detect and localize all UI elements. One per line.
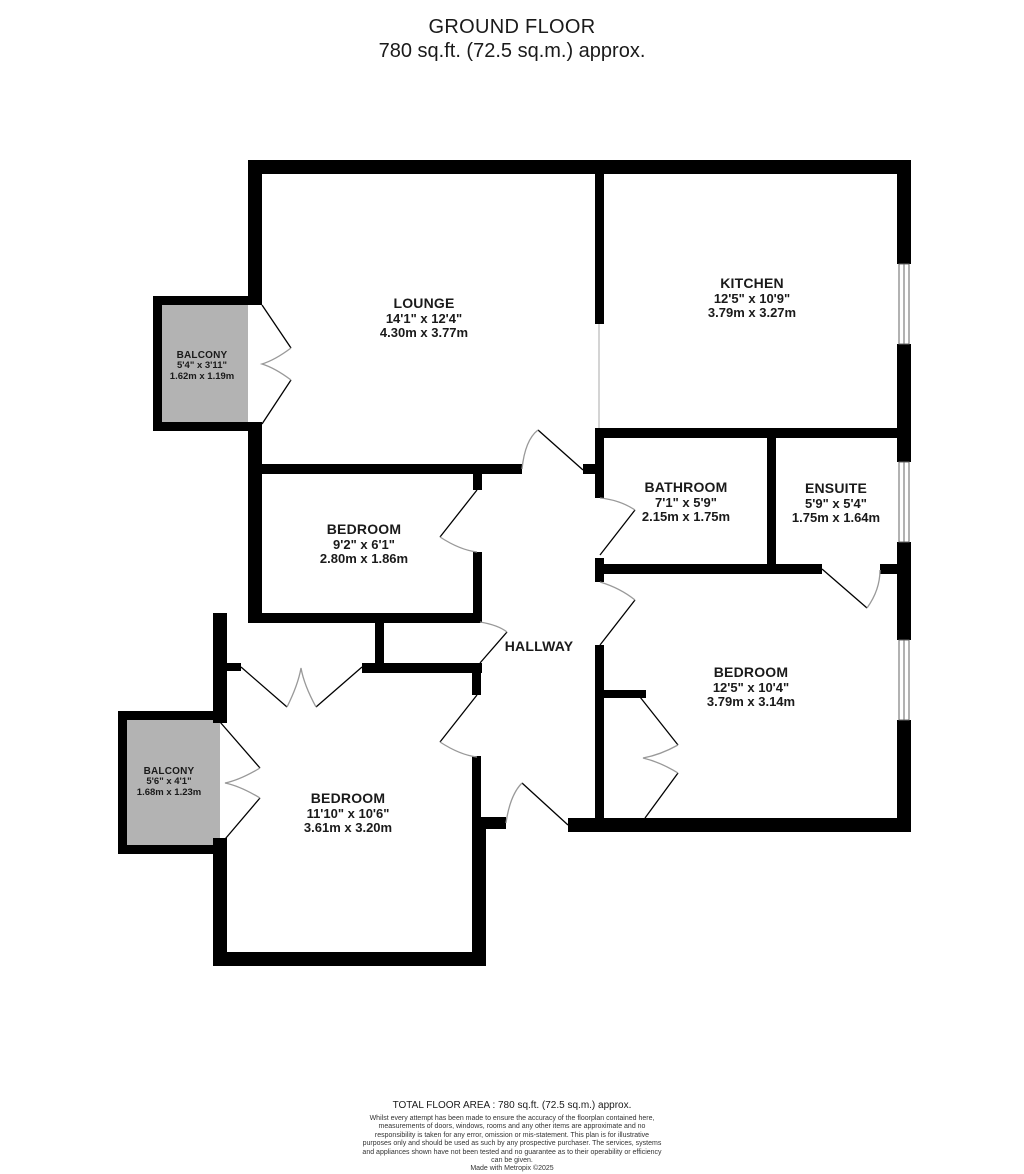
- room-label-lounge: LOUNGE 14'1" x 12'4" 4.30m x 3.77m: [379, 295, 469, 341]
- room-dimensions-metric: 3.61m x 3.20m: [303, 820, 393, 836]
- total-floor-area: TOTAL FLOOR AREA : 780 sq.ft. (72.5 sq.m…: [392, 1100, 632, 1111]
- room-name: ENSUITE: [804, 480, 868, 496]
- room-dimensions-imperial: 5'9" x 5'4": [805, 495, 867, 511]
- room-dimensions-metric: 2.15m x 1.75m: [641, 509, 731, 525]
- room-dimensions-imperial: 7'1" x 5'9": [655, 494, 717, 510]
- room-name: BEDROOM: [310, 790, 386, 806]
- room-dimensions-metric: 1.68m x 1.23m: [136, 786, 202, 798]
- disclaimer-text: Whilst every attempt has been made to en…: [362, 1115, 662, 1164]
- room-label-bedroom-small: BEDROOM 9'2" x 6'1" 2.80m x 1.86m: [319, 521, 409, 567]
- room-label-balcony-2: BALCONY 5'6" x 4'1" 1.68m x 1.23m: [137, 766, 201, 798]
- room-dimensions-metric: 3.79m x 3.14m: [706, 694, 796, 710]
- room-dimensions-metric: 1.75m x 1.64m: [791, 510, 881, 526]
- room-name: KITCHEN: [720, 275, 784, 291]
- room-name: BEDROOM: [326, 521, 402, 537]
- room-label-hallway: HALLWAY: [504, 638, 574, 655]
- windows: [898, 263, 910, 721]
- room-dimensions-imperial: 5'4" x 3'11": [177, 360, 227, 372]
- room-dimensions-imperial: 9'2" x 6'1": [333, 536, 395, 552]
- room-name: HALLWAY: [504, 638, 574, 654]
- room-dimensions-metric: 1.62m x 1.19m: [169, 370, 235, 382]
- walls: [118, 160, 911, 966]
- room-dimensions-imperial: 11'10" x 10'6": [306, 805, 390, 821]
- room-name: LOUNGE: [393, 295, 455, 311]
- room-label-ensuite: ENSUITE 5'9" x 5'4" 1.75m x 1.64m: [791, 480, 881, 526]
- balcony-2-fill: [125, 718, 220, 846]
- doors: [219, 304, 881, 846]
- room-label-balcony-1: BALCONY 5'4" x 3'11" 1.62m x 1.19m: [170, 350, 234, 382]
- room-dimensions-metric: 3.79m x 3.27m: [707, 305, 797, 321]
- disclaimer: Whilst every attempt has been made to en…: [362, 1115, 662, 1174]
- room-dimensions-imperial: 5'6" x 4'1": [146, 776, 192, 788]
- room-name: BATHROOM: [644, 479, 728, 495]
- room-name: BEDROOM: [713, 664, 789, 680]
- room-label-bathroom: BATHROOM 7'1" x 5'9" 2.15m x 1.75m: [641, 479, 731, 525]
- room-label-kitchen: KITCHEN 12'5" x 10'9" 3.79m x 3.27m: [707, 275, 797, 321]
- room-dimensions-imperial: 12'5" x 10'4": [712, 679, 790, 695]
- room-dimensions-metric: 4.30m x 3.77m: [379, 325, 469, 341]
- credit: Made with Metropix ©2025: [470, 1165, 554, 1173]
- room-dimensions-metric: 2.80m x 1.86m: [319, 551, 409, 567]
- room-name: BALCONY: [176, 350, 228, 361]
- room-label-bedroom-right: BEDROOM 12'5" x 10'4" 3.79m x 3.14m: [706, 664, 796, 710]
- room-dimensions-imperial: 14'1" x 12'4": [385, 310, 463, 326]
- floor-title: GROUND FLOOR: [428, 16, 596, 38]
- floor-area: 780 sq.ft. (72.5 sq.m.) approx.: [378, 40, 646, 62]
- balcony-1-fill: [160, 303, 248, 425]
- room-name: BALCONY: [143, 766, 195, 777]
- room-dimensions-imperial: 12'5" x 10'9": [713, 290, 791, 306]
- room-label-bedroom-bottom: BEDROOM 11'10" x 10'6" 3.61m x 3.20m: [303, 790, 393, 836]
